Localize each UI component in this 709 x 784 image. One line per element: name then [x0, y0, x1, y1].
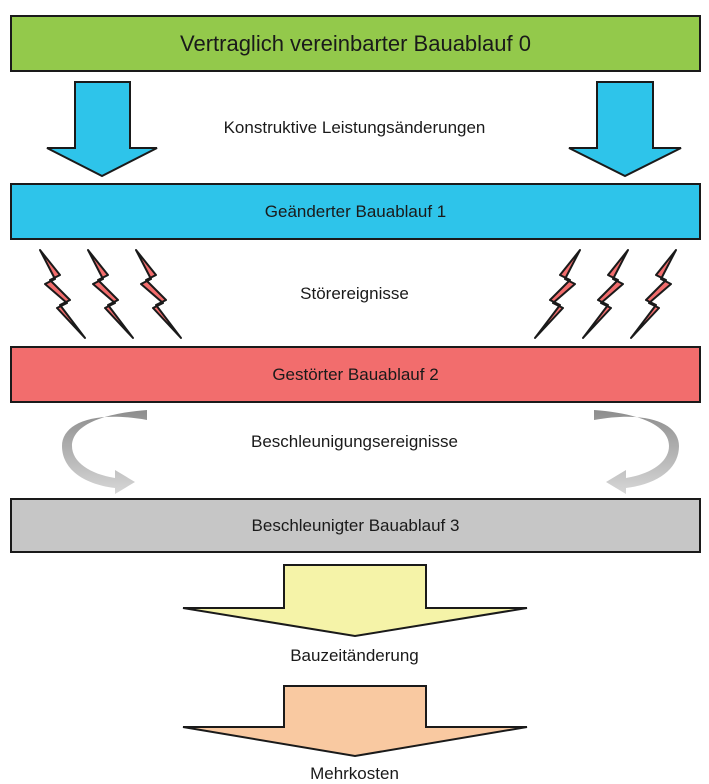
- lightning-icon: [534, 249, 581, 339]
- curved-arrow-icon: [62, 410, 147, 494]
- stage-1-box: Geänderter Bauablauf 1: [10, 183, 701, 240]
- lightning-icon: [39, 249, 86, 339]
- curved-arrow-icon: [594, 410, 679, 494]
- lightning-icon: [582, 249, 629, 339]
- stage-2-box: Gestörter Bauablauf 2: [10, 346, 701, 403]
- lightning-icon: [135, 249, 182, 339]
- down-arrow-icon: [568, 81, 682, 178]
- down-arrow-icon: [46, 81, 158, 178]
- stage-3-box: Beschleunigter Bauablauf 3: [10, 498, 701, 553]
- stage-1-label: Geänderter Bauablauf 1: [264, 201, 447, 221]
- lightning-icon: [87, 249, 134, 339]
- stage-0-box: Vertraglich vereinbarter Bauablauf 0: [10, 15, 701, 72]
- transition-beschleunigung-label: Beschleunigungsereignisse: [251, 432, 458, 451]
- transition-konstruktiv-label: Konstruktive Leistungsänderungen: [223, 118, 486, 137]
- stage-0-label: Vertraglich vereinbarter Bauablauf 0: [180, 30, 531, 56]
- stage-2-label: Gestörter Bauablauf 2: [272, 364, 439, 384]
- down-arrow-icon: [182, 564, 528, 638]
- stage-3-label: Beschleunigter Bauablauf 3: [251, 515, 460, 535]
- down-arrow-icon: [182, 685, 528, 758]
- lightning-icon: [630, 249, 677, 339]
- outcome-mehrkosten-label: Mehrkosten: [310, 764, 399, 783]
- outcome-bauzeit-label: Bauzeitänderung: [290, 646, 419, 665]
- transition-stoerung-label: Störereignisse: [300, 284, 409, 303]
